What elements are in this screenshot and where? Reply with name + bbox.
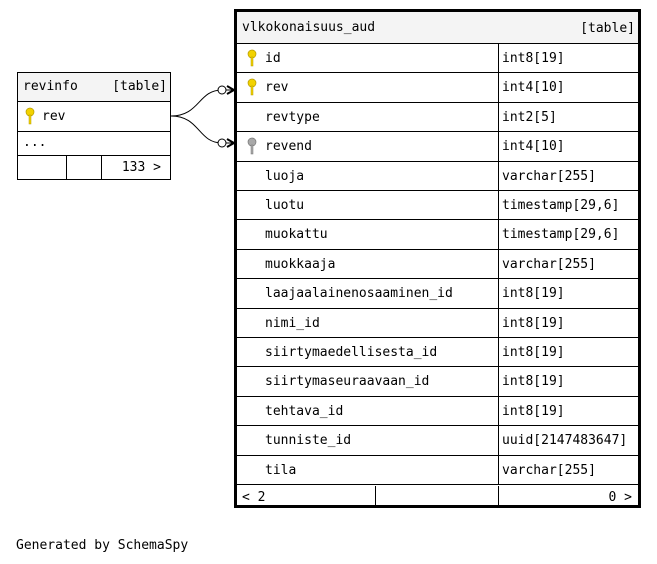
revinfo-footer-divider (101, 156, 102, 179)
main-table-name: vlkokonaisuus_aud (242, 20, 376, 35)
revinfo-column-row[interactable]: rev (18, 102, 170, 132)
column-name: tunniste_id (265, 433, 352, 449)
column-row-siirtymaseuraavaan_id[interactable]: siirtymaseuraavaan_id int8[19] (237, 367, 638, 397)
column-name: tehtava_id (265, 403, 344, 419)
rev-to-revend-connector (170, 115, 234, 144)
column-name: siirtymaedellisesta_id (265, 345, 438, 360)
column-name: rev (265, 80, 289, 96)
column-type: int8[19] (502, 345, 565, 360)
primary-key-icon (247, 79, 257, 96)
revend-connector-end-circle (217, 138, 227, 148)
column-row-id[interactable]: id int8[19] (237, 44, 638, 74)
main-table-footer: < 2 0 > (237, 486, 638, 508)
column-type: timestamp[29,6] (502, 198, 620, 213)
column-divider (498, 455, 499, 484)
column-row-luotu[interactable]: luotu timestamp[29,6] (237, 191, 638, 221)
column-name: luotu (265, 198, 305, 213)
column-type: uuid[2147483647] (502, 433, 628, 449)
primary-key-icon (247, 49, 257, 67)
revinfo-ellipsis-row: ... (18, 132, 170, 156)
column-row-siirtymaedellisesta_id[interactable]: siirtymaedellisesta_id int8[19] (237, 338, 638, 368)
column-row-laajaalainenosaaminen_id[interactable]: laajaalainenosaaminen_id int8[19] (237, 279, 638, 309)
column-type: varchar[255] (502, 462, 596, 478)
main-footer-right[interactable]: 0 > (608, 490, 632, 505)
column-type: int4[10] (502, 139, 565, 155)
rev-crowfoot-arrow (226, 85, 235, 95)
column-divider (498, 161, 499, 190)
column-divider (498, 191, 499, 220)
column-divider (498, 102, 499, 132)
column-row-tehtava_id[interactable]: tehtava_id int8[19] (237, 396, 638, 427)
main-footer-left[interactable]: < 2 (242, 490, 266, 505)
revend-crowfoot-arrow (226, 138, 235, 148)
column-type: int8[19] (502, 286, 565, 302)
column-divider (498, 308, 499, 337)
column-type: int8[19] (502, 315, 565, 331)
column-divider (498, 220, 499, 249)
column-type: int4[10] (502, 80, 565, 96)
column-type: varchar[255] (502, 256, 596, 272)
column-row-tunniste_id[interactable]: tunniste_id uuid[2147483647] (237, 426, 638, 456)
column-type: varchar[255] (502, 168, 596, 184)
column-row-luoja[interactable]: luoja varchar[255] (237, 161, 638, 191)
column-divider (498, 426, 499, 455)
primary-key-icon (25, 107, 35, 125)
column-name: siirtymaseuraavaan_id (265, 374, 430, 390)
column-divider (498, 279, 499, 308)
column-divider (498, 367, 499, 396)
column-name: id (265, 51, 281, 66)
column-name: nimi_id (265, 315, 320, 331)
main-footer-divider (498, 486, 499, 508)
foreign-key-icon (247, 137, 257, 155)
rev-to-rev-connector (170, 89, 234, 117)
column-divider (498, 73, 499, 102)
column-divider (498, 249, 499, 279)
column-row-muokkaaja[interactable]: muokkaaja varchar[255] (237, 249, 638, 280)
vlkokonaisuus-aud-table[interactable]: vlkokonaisuus_aud [table] id int8[19] rev i… (234, 9, 641, 508)
revinfo-ellipsis: ... (23, 135, 47, 150)
revinfo-footer: 133 > (18, 156, 170, 179)
column-divider (498, 396, 499, 426)
column-name: laajaalainenosaaminen_id (265, 286, 453, 302)
column-row-tila[interactable]: tila varchar[255] (237, 455, 638, 485)
column-row-nimi_id[interactable]: nimi_id int8[19] (237, 308, 638, 338)
column-name: revend (265, 139, 312, 155)
column-divider (498, 44, 499, 73)
column-type: int8[19] (502, 374, 565, 390)
revinfo-table-tag: [table] (112, 79, 167, 94)
revinfo-column-name: rev (42, 109, 66, 124)
generated-by-text: Generated by SchemaSpy (16, 538, 189, 553)
column-divider (498, 338, 499, 367)
main-table-header: vlkokonaisuus_aud [table] (237, 12, 638, 44)
column-type: int8[19] (502, 403, 565, 419)
column-divider (498, 132, 499, 161)
column-type: int2[5] (502, 109, 557, 125)
column-type: int8[19] (502, 51, 565, 66)
column-name: revtype (265, 109, 320, 125)
revinfo-table-name: revinfo (23, 79, 78, 94)
column-name: muokattu (265, 227, 328, 243)
column-type: timestamp[29,6] (502, 227, 620, 243)
main-table-tag: [table] (580, 21, 635, 36)
revinfo-table-header: revinfo [table] (18, 73, 170, 102)
column-row-revend[interactable]: revend int4[10] (237, 132, 638, 162)
column-row-rev[interactable]: rev int4[10] (237, 73, 638, 103)
column-row-revtype[interactable]: revtype int2[5] (237, 102, 638, 133)
revinfo-footer-divider (66, 156, 67, 179)
column-name: tila (265, 462, 297, 478)
revinfo-row-count[interactable]: 133 > (121, 160, 161, 175)
revinfo-table[interactable]: revinfo [table] rev ... 133 > (17, 72, 171, 180)
column-name: luoja (265, 168, 305, 184)
column-name: muokkaaja (265, 256, 336, 272)
main-footer-divider (375, 486, 376, 508)
column-row-muokattu[interactable]: muokattu timestamp[29,6] (237, 220, 638, 250)
rev-connector-end-circle (217, 85, 227, 95)
